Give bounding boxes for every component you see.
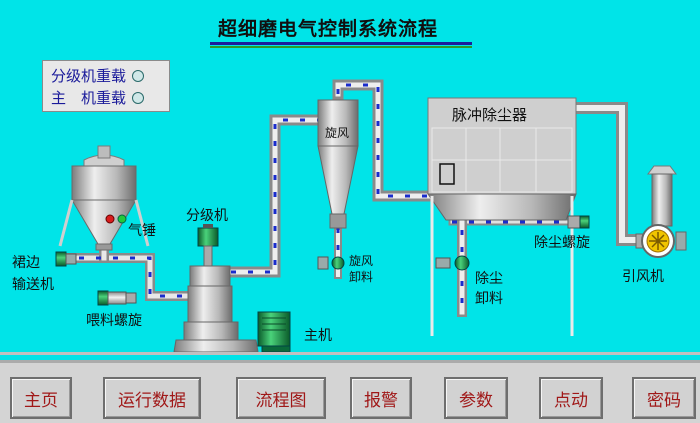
title-underline-blue bbox=[210, 42, 472, 45]
nav-home-button[interactable]: 主页 bbox=[10, 377, 72, 419]
hammer-green-light bbox=[117, 214, 127, 224]
floor-line bbox=[0, 352, 700, 355]
process-diagram bbox=[0, 79, 700, 355]
feed-hopper bbox=[58, 145, 150, 251]
dust-collector-label: 脉冲除尘器 bbox=[452, 106, 528, 124]
classifier-overload-indicator-icon bbox=[132, 69, 145, 82]
main-overload-label: 主 机重载 bbox=[51, 89, 127, 107]
page-title: 超细磨电气控制系统流程 bbox=[218, 18, 439, 40]
main-mill bbox=[173, 265, 259, 353]
classifier-overload-row: 分级机重载 bbox=[51, 65, 145, 86]
cyclone-label: 旋风 bbox=[325, 126, 350, 140]
nav-jog-button[interactable]: 点动 bbox=[539, 377, 603, 419]
navigation-bar: 主页 运行数据 流程图 报警 参数 点动 密码 bbox=[0, 360, 700, 423]
cyclone-discharge-label-bottom: 卸料 bbox=[349, 270, 374, 284]
feed-screw-label: 喂料螺旋 bbox=[86, 313, 142, 329]
main-overload-indicator-icon bbox=[132, 91, 145, 104]
nav-alarm-button[interactable]: 报警 bbox=[350, 377, 412, 419]
hammer-red-light bbox=[105, 214, 115, 224]
induced-fan-label: 引风机 bbox=[622, 269, 664, 285]
induced-draft-fan bbox=[635, 165, 687, 258]
pulse-dust-collector bbox=[427, 97, 577, 336]
dust-screw-label: 除尘螺旋 bbox=[534, 235, 590, 251]
dust-discharge-label-top: 除尘 bbox=[475, 271, 503, 287]
dust-discharge-valve bbox=[435, 255, 470, 271]
cyclone bbox=[317, 99, 359, 229]
classifier-overload-label: 分级机重载 bbox=[51, 67, 127, 85]
dust-screw-motor bbox=[567, 215, 590, 229]
hammer-label: 气锤 bbox=[128, 223, 156, 239]
nav-flowchart-button[interactable]: 流程图 bbox=[236, 377, 326, 419]
cyclone-discharge-label-top: 旋风 bbox=[349, 254, 374, 268]
apron-label: 裙边 bbox=[12, 255, 40, 271]
dust-discharge-label-bottom: 卸料 bbox=[475, 291, 503, 307]
classifier-motor bbox=[197, 224, 219, 267]
nav-password-button[interactable]: 密码 bbox=[632, 377, 696, 419]
nav-parameters-button[interactable]: 参数 bbox=[444, 377, 508, 419]
conveyor-label: 输送机 bbox=[12, 277, 54, 293]
overload-status-panel: 分级机重载 主 机重载 bbox=[42, 60, 170, 112]
nav-run-data-button[interactable]: 运行数据 bbox=[103, 377, 201, 419]
feed-screw-motor bbox=[97, 290, 137, 306]
main-overload-row: 主 机重载 bbox=[51, 87, 145, 108]
main-machine-label: 主机 bbox=[304, 328, 332, 344]
main-motor bbox=[257, 311, 291, 353]
title-underline-green bbox=[210, 46, 472, 48]
apron-conveyor-motor bbox=[55, 251, 77, 267]
cyclone-discharge-valve bbox=[317, 256, 345, 270]
classifier-label: 分级机 bbox=[186, 208, 228, 224]
